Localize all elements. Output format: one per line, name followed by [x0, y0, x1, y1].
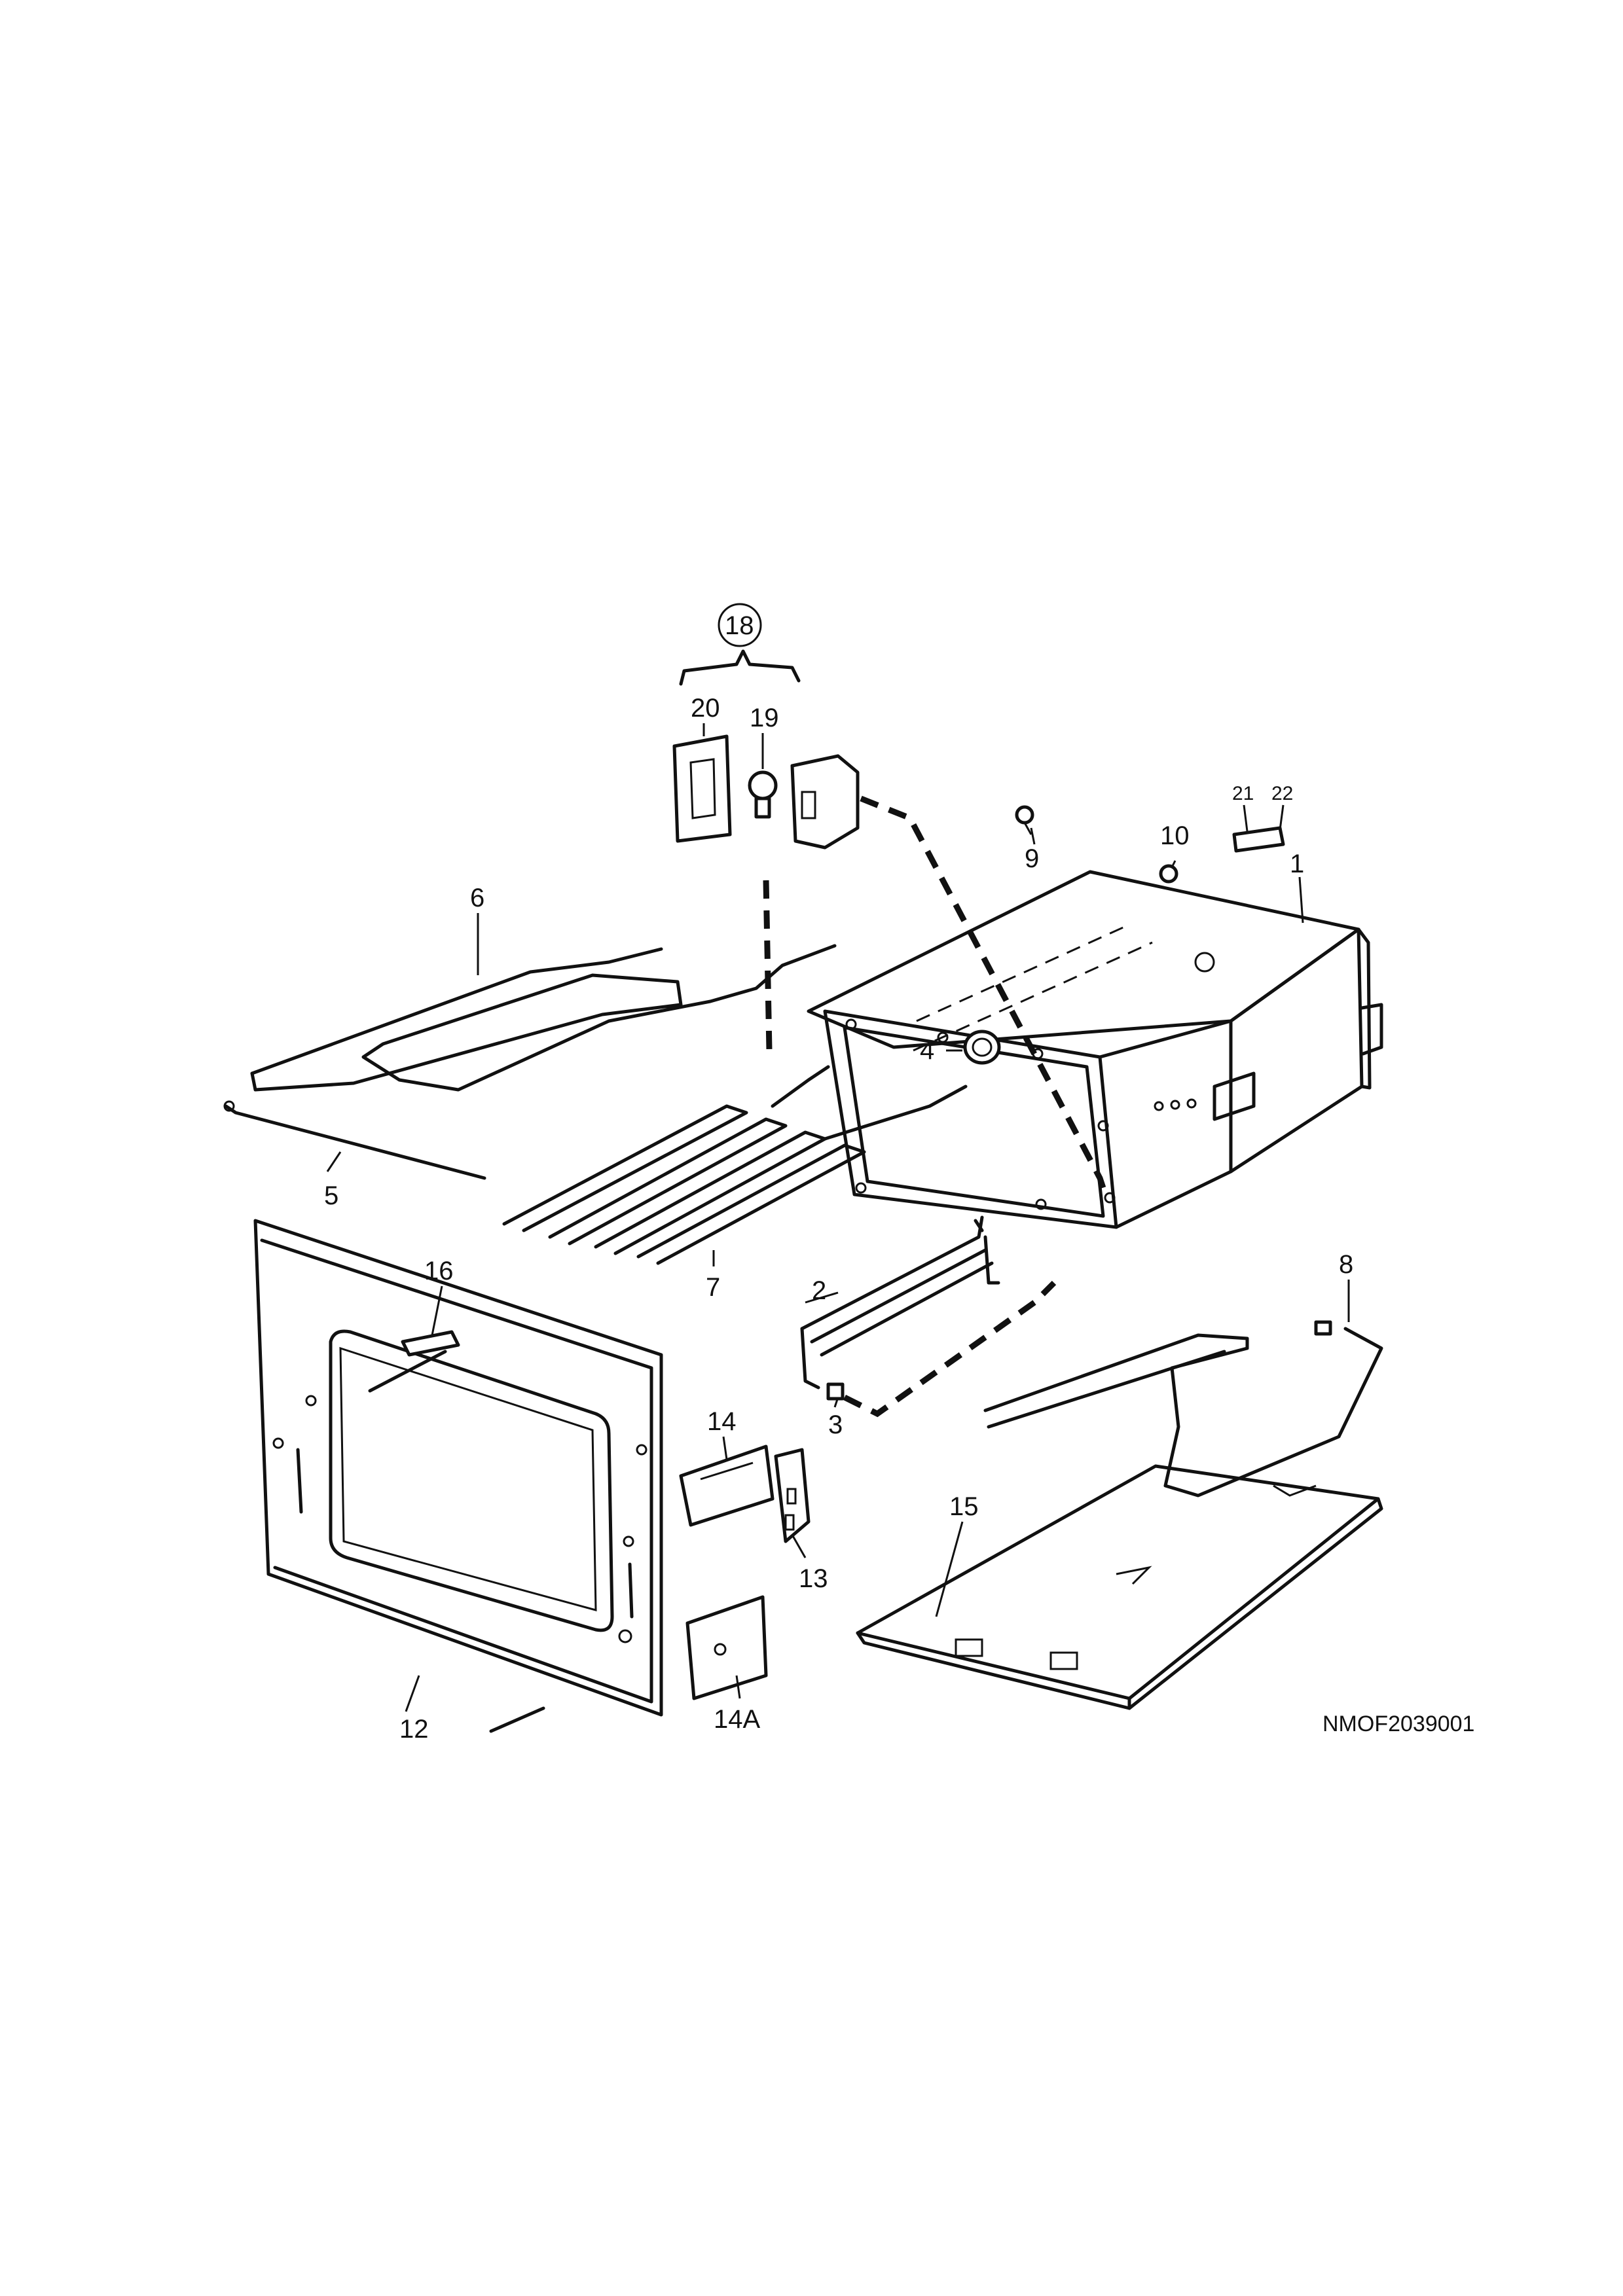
callout-labels: 1 2 3 4 5 6 7 8 9 10 12 13 14 14A 15 16 … — [324, 603, 1353, 1744]
callout-2: 2 — [812, 1276, 826, 1305]
callout-8: 8 — [1339, 1250, 1353, 1279]
hinge-receiver-upper — [679, 1444, 775, 1527]
element-clip — [826, 1280, 1057, 1418]
leader-lines — [326, 723, 1350, 1712]
base-loop-element — [983, 1320, 1383, 1498]
rating-plate — [1232, 826, 1285, 853]
oven-cavity — [807, 870, 1383, 1229]
callout-14a: 14A — [714, 1705, 760, 1734]
callout-21: 21 — [1232, 783, 1254, 804]
lamp-grommet — [963, 1030, 1001, 1065]
callout-18: 18 — [725, 611, 754, 640]
callout-20: 20 — [691, 694, 720, 723]
callout-5: 5 — [324, 1181, 338, 1210]
thermostat-probe — [223, 1100, 486, 1180]
drawing-reference-code: NMOF2039001 — [1322, 1712, 1474, 1736]
callout-22: 22 — [1271, 783, 1293, 804]
callout-9: 9 — [1025, 844, 1039, 873]
callout-6: 6 — [470, 884, 484, 912]
thermostat-bracket — [368, 1330, 545, 1733]
callout-13: 13 — [799, 1564, 828, 1593]
washer — [1159, 864, 1178, 884]
callout-1: 1 — [1290, 850, 1304, 878]
callout-4: 4 — [920, 1036, 934, 1065]
callout-16: 16 — [424, 1257, 454, 1285]
callout-19: 19 — [750, 704, 779, 732]
bottom-heating-element — [800, 1215, 1000, 1390]
screw — [1015, 805, 1034, 835]
callout-12: 12 — [399, 1715, 429, 1744]
lamp-assembly — [672, 649, 1110, 1199]
hinge-plate — [774, 1448, 811, 1543]
base-plate — [856, 1464, 1383, 1710]
callout-7: 7 — [706, 1273, 720, 1302]
front-frame — [253, 1219, 663, 1717]
hinge-receiver-lower — [685, 1595, 768, 1700]
callout-3: 3 — [828, 1410, 843, 1439]
grill-element — [250, 880, 837, 1092]
rear-heating-element — [502, 1065, 968, 1265]
callout-14: 14 — [707, 1407, 737, 1436]
callout-10: 10 — [1160, 821, 1190, 850]
callout-15: 15 — [949, 1492, 979, 1521]
kit-circle — [718, 603, 762, 647]
